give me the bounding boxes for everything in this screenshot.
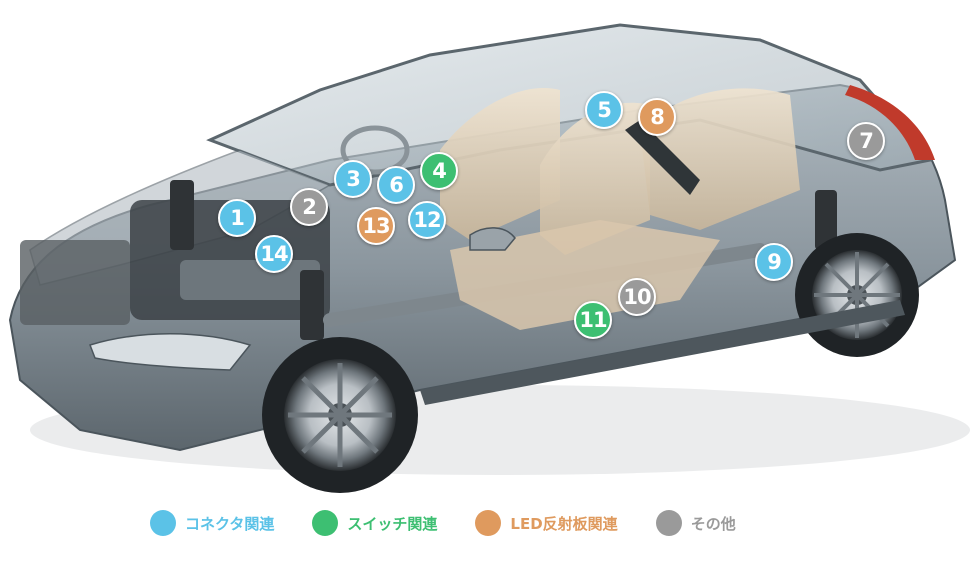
front-shock-2 [300, 270, 324, 340]
marker-9[interactable]: 9 [755, 243, 793, 281]
side-sill [420, 300, 905, 405]
marker-3[interactable]: 3 [334, 160, 372, 198]
legend-item-connector[interactable]: コネクタ関連 [150, 510, 274, 536]
legend-dot-connector [150, 510, 176, 536]
tail-light [845, 85, 935, 160]
marker-14[interactable]: 14 [255, 235, 293, 273]
marker-12[interactable]: 12 [408, 201, 446, 239]
marker-10[interactable]: 10 [618, 278, 656, 316]
marker-6[interactable]: 6 [377, 166, 415, 204]
steering-wheel [340, 125, 410, 175]
front-shock [170, 180, 194, 250]
side-mirror [469, 227, 516, 251]
legend-label-led: LED反射板関連 [510, 514, 618, 533]
marker-1[interactable]: 1 [218, 199, 256, 237]
marker-8[interactable]: 8 [638, 98, 676, 136]
car-cutaway-illustration [8, 23, 970, 493]
legend-item-switch[interactable]: スイッチ関連 [312, 510, 437, 536]
marker-13[interactable]: 13 [357, 207, 395, 245]
front-seat-right [540, 102, 650, 255]
marker-2[interactable]: 2 [290, 188, 328, 226]
marker-4[interactable]: 4 [420, 152, 458, 190]
legend-label-other: その他 [690, 514, 736, 533]
rear-shock [815, 190, 837, 250]
front-wheel-spokes [288, 363, 392, 467]
headlight [89, 333, 252, 371]
legend-item-other[interactable]: その他 [655, 510, 736, 536]
engine-cover [180, 260, 320, 300]
legend-label-connector: コネクタ関連 [185, 514, 275, 533]
legend-item-led[interactable]: LED反射板関連 [475, 510, 618, 536]
radiator [20, 240, 130, 325]
b-pillar [625, 120, 700, 195]
marker-7[interactable]: 7 [847, 122, 885, 160]
marker-11[interactable]: 11 [574, 301, 612, 339]
legend-dot-other [655, 510, 682, 536]
marker-5[interactable]: 5 [585, 91, 623, 129]
legend-dot-switch [312, 510, 339, 536]
legend-label-switch: スイッチ関連 [347, 514, 438, 533]
rear-seat [640, 88, 800, 230]
front-seat-left [440, 88, 560, 240]
legend: コネクタ関連 スイッチ関連 LED反射板関連 その他 [150, 506, 830, 540]
legend-dot-led [475, 510, 502, 536]
